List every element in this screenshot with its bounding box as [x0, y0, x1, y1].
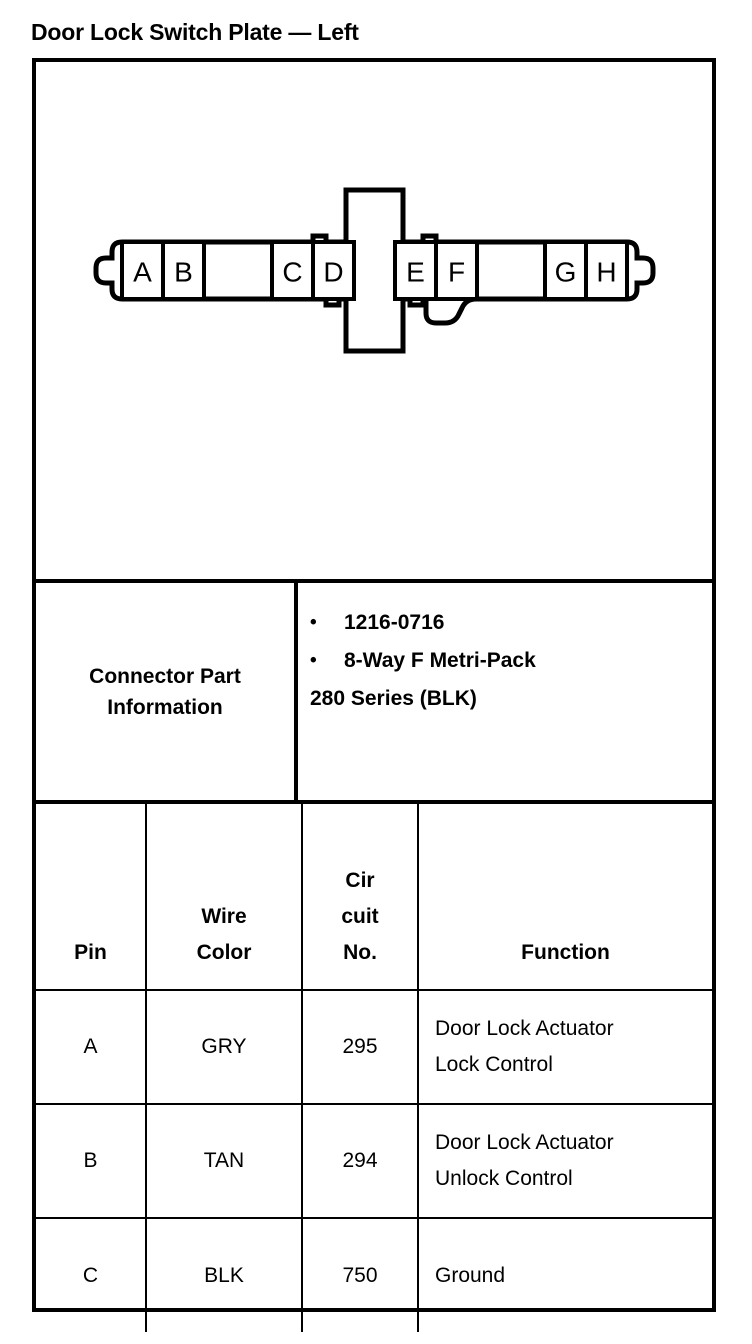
- cell-wire-color: GRY: [145, 989, 303, 1105]
- column-header-pin-line1: Pin: [74, 941, 107, 964]
- pin-cavity-d: [311, 240, 356, 301]
- pin-cavity-a: [120, 240, 165, 301]
- connector-part-information-label-cell: Connector Part Information: [36, 583, 298, 800]
- cell-pin: C: [36, 1217, 147, 1332]
- pin-cavity-e: [393, 240, 438, 301]
- pin-label-group: A B C D E F G H: [133, 257, 616, 288]
- cell-circuit-no: 295: [301, 989, 419, 1105]
- column-header-circuit-no-line1: Cir: [345, 869, 375, 892]
- connector-part-bullet-1: • 1216-0716: [310, 604, 712, 642]
- column-header-circuit-no-line3: No.: [343, 941, 377, 964]
- pin-label-b: B: [174, 257, 193, 288]
- page-title: Door Lock Switch Plate — Left: [31, 19, 359, 45]
- cell-wire-color: TAN: [145, 1103, 303, 1219]
- cell-circuit-no: 294: [301, 1103, 419, 1219]
- connector-part-information-label: Connector Part Information: [89, 664, 241, 719]
- pin-cavity-h: [584, 240, 629, 301]
- column-header-function: Function: [417, 804, 712, 991]
- bullet-dot-icon: •: [310, 650, 317, 671]
- table-row: A GRY 295 Door Lock Actuator Lock Contro…: [36, 989, 712, 1105]
- column-header-wire-color-line1: Wire: [201, 905, 247, 928]
- pin-cavity-f: [434, 240, 479, 301]
- table-header-row: Pin Wire Color Cir cuit No. Function: [36, 804, 712, 991]
- connector-face-diagram: A B C D E F G H: [93, 187, 656, 354]
- cell-function: Ground: [417, 1217, 712, 1332]
- column-header-wire-color-line2: Color: [196, 941, 252, 964]
- cell-wire-color: BLK: [145, 1217, 303, 1332]
- pin-label-g: G: [555, 257, 577, 288]
- table-row: B TAN 294 Door Lock Actuator Unlock Cont…: [36, 1103, 712, 1219]
- pin-table: Pin Wire Color Cir cuit No. Function A: [36, 804, 712, 1332]
- cell-function-line2: Unlock Control: [435, 1167, 573, 1190]
- column-header-circuit-no-line2: cuit: [341, 905, 379, 928]
- connector-part-description: 8-Way F Metri-Pack: [344, 649, 536, 672]
- column-header-function-line1: Function: [521, 941, 610, 964]
- pin-label-d: D: [323, 257, 343, 288]
- bullet-dot-icon: •: [310, 612, 317, 633]
- connector-outline: [93, 187, 656, 354]
- pin-label-e: E: [406, 257, 425, 288]
- pin-cavity-group: [120, 240, 629, 301]
- cell-pin: A: [36, 989, 147, 1105]
- connector-part-information-row: Connector Part Information • 1216-0716 •…: [36, 583, 712, 804]
- pin-cavity-b: [161, 240, 206, 301]
- pin-label-a: A: [133, 257, 152, 288]
- cell-function-line1: Ground: [435, 1263, 506, 1287]
- pin-label-f: F: [448, 257, 465, 288]
- cell-function-line2: Lock Control: [435, 1053, 553, 1076]
- pin-label-h: H: [596, 257, 616, 288]
- pin-cavity-g: [543, 240, 588, 301]
- column-header-pin: Pin: [36, 804, 147, 991]
- table-row: C BLK 750 Ground: [36, 1217, 712, 1332]
- cell-function: Door Lock Actuator Lock Control: [417, 989, 712, 1105]
- column-header-circuit-no: Cir cuit No.: [301, 804, 419, 991]
- connector-part-bullet-2: • 8-Way F Metri-Pack: [310, 642, 712, 680]
- connector-part-description-wrap: 280 Series (BLK): [310, 687, 477, 710]
- cell-function: Door Lock Actuator Unlock Control: [417, 1103, 712, 1219]
- connector-part-information-value-cell: • 1216-0716 • 8-Way F Metri-Pack 280 Ser…: [298, 583, 712, 800]
- pin-label-c: C: [282, 257, 302, 288]
- cell-circuit-no: 750: [301, 1217, 419, 1332]
- cell-function-line1: Door Lock Actuator: [435, 1017, 614, 1040]
- connector-part-number: 1216-0716: [344, 611, 445, 634]
- cell-function-line1: Door Lock Actuator: [435, 1131, 614, 1154]
- connector-info-sheet: A B C D E F G H Connector Part Informati…: [32, 58, 716, 1332]
- column-header-wire-color: Wire Color: [145, 804, 303, 991]
- cell-pin: B: [36, 1103, 147, 1219]
- connector-diagram-panel: A B C D E F G H: [36, 62, 712, 583]
